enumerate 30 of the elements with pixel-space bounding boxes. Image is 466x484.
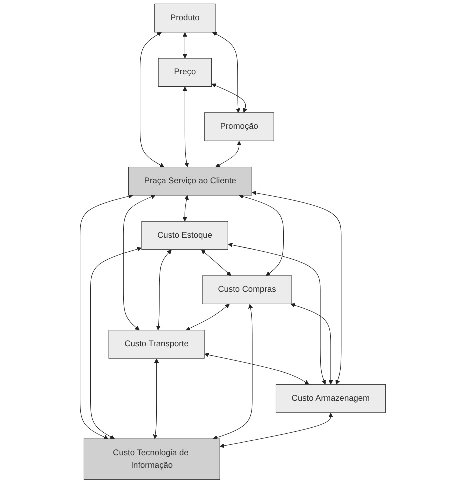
- arrow: [182, 86, 190, 168]
- arrow: [123, 195, 156, 331]
- arrow: [204, 352, 310, 385]
- arrow: [90, 247, 142, 440]
- arrow: [156, 250, 172, 331]
- arrow: [220, 412, 334, 448]
- arrow: [140, 32, 165, 168]
- arrow: [238, 194, 284, 276]
- node-box: Produto: [154, 4, 216, 33]
- arrow: [186, 304, 230, 331]
- arrow: [80, 194, 134, 440]
- arrow: [213, 304, 254, 440]
- node-box: Custo Tecnologia de Informação: [84, 438, 220, 480]
- node-box: Praça Serviço ao Cliente: [128, 167, 252, 196]
- arrow: [228, 242, 326, 385]
- arrow: [290, 303, 334, 385]
- arrow: [182, 32, 188, 59]
- arrow: [201, 250, 232, 276]
- node-box: Promoção: [204, 112, 274, 142]
- arrow: [153, 358, 160, 440]
- arrow: [252, 190, 342, 385]
- arrow: [182, 195, 190, 222]
- node-box: Custo Estoque: [142, 221, 228, 250]
- arrow: [212, 84, 248, 114]
- node-box: Custo Armazenagem: [276, 384, 386, 414]
- arrow: [216, 141, 242, 168]
- arrow: [212, 32, 241, 114]
- node-box: Custo Transporte: [108, 330, 205, 359]
- node-box: Preço: [158, 58, 212, 88]
- node-box: Custo Compras: [202, 276, 292, 304]
